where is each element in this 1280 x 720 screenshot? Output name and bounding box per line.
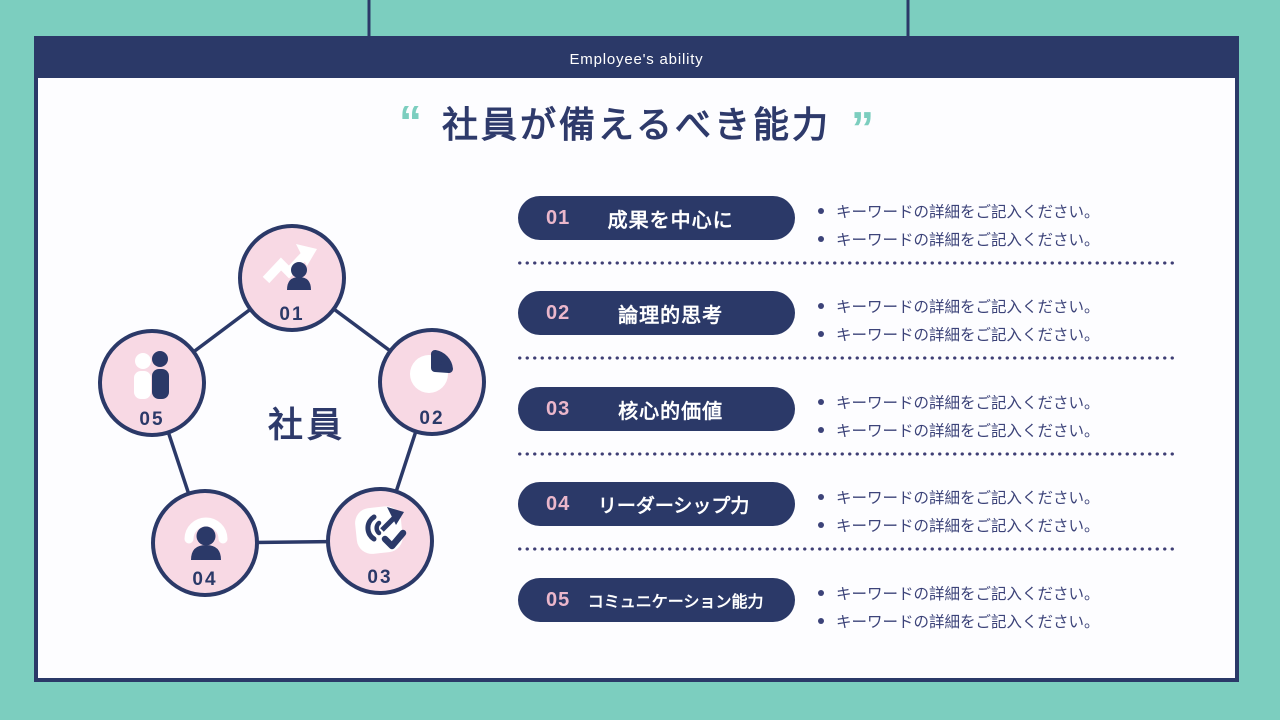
bullet-text: キーワードの詳細をご記入ください。 bbox=[836, 299, 1100, 316]
ability-item-02: 02 論理的思考 キーワードの詳細をご記入ください。 キーワードの詳細をご記入く… bbox=[518, 291, 1180, 344]
diagram-node-05: 05 bbox=[98, 329, 206, 437]
ability-item-04: 04 リーダーシップ力 キーワードの詳細をご記入ください。 キーワードの詳細をご… bbox=[518, 482, 1180, 535]
bullet-item: キーワードの詳細をご記入ください。 bbox=[818, 483, 1100, 511]
pentagon-diagram: 社員 01 02 bbox=[98, 224, 486, 597]
ability-pill-02: 02 論理的思考 bbox=[518, 291, 795, 335]
page-title: 社員が備えるべき能力 bbox=[442, 104, 831, 145]
bullet-dot-icon bbox=[818, 399, 824, 405]
bullet-dot-icon bbox=[818, 303, 824, 309]
bullet-list: キーワードの詳細をご記入ください。 キーワードの詳細をご記入ください。 bbox=[818, 388, 1100, 444]
pill-label: 核心的価値 bbox=[618, 400, 724, 423]
pill-number: 03 bbox=[546, 397, 571, 420]
svg-text:05: 05 bbox=[139, 409, 164, 430]
bullet-text: キーワードの詳細をご記入ください。 bbox=[836, 518, 1100, 535]
growth-arrow-person-icon bbox=[262, 244, 317, 290]
diagram-node-04: 04 bbox=[151, 489, 259, 597]
diagram-center-label: 社員 bbox=[268, 406, 346, 445]
dotted-separator bbox=[516, 547, 1178, 551]
pill-label: 論理的思考 bbox=[618, 304, 724, 327]
bullet-item: キーワードの詳細をご記入ください。 bbox=[818, 320, 1100, 348]
diagram-node-03: 03 bbox=[326, 487, 434, 595]
bullet-list: キーワードの詳細をご記入ください。 キーワードの詳細をご記入ください。 bbox=[818, 483, 1100, 539]
pill-number: 04 bbox=[546, 492, 571, 515]
bullet-dot-icon bbox=[818, 522, 824, 528]
bullet-dot-icon bbox=[818, 208, 824, 214]
pill-label: 成果を中心に bbox=[607, 209, 734, 232]
pie-chart-icon bbox=[410, 350, 453, 393]
ability-item-03: 03 核心的価値 キーワードの詳細をご記入ください。 キーワードの詳細をご記入く… bbox=[518, 387, 1180, 440]
open-quote-icon: “ bbox=[399, 96, 423, 148]
bullet-item: キーワードの詳細をご記入ください。 bbox=[818, 579, 1100, 607]
bullet-text: キーワードの詳細をご記入ください。 bbox=[836, 586, 1100, 603]
bullet-dot-icon bbox=[818, 331, 824, 337]
bullet-item: キーワードの詳細をご記入ください。 bbox=[818, 511, 1100, 539]
ability-item-05: 05 コミュニケーション能力 キーワードの詳細をご記入ください。 キーワードの詳… bbox=[518, 578, 1180, 631]
bullet-text: キーワードの詳細をご記入ください。 bbox=[836, 490, 1100, 507]
pill-label: コミュニケーション能力 bbox=[587, 594, 764, 611]
svg-text:01: 01 bbox=[279, 304, 304, 325]
slide-header-bar: Employee's ability bbox=[38, 40, 1235, 78]
bullet-text: キーワードの詳細をご記入ください。 bbox=[836, 423, 1100, 440]
bullet-item: キーワードの詳細をご記入ください。 bbox=[818, 607, 1100, 635]
ability-pill-01: 01 成果を中心に bbox=[518, 196, 795, 240]
bullet-item: キーワードの詳細をご記入ください。 bbox=[818, 225, 1100, 253]
bullet-text: キーワードの詳細をご記入ください。 bbox=[836, 204, 1100, 221]
pill-label: リーダーシップ力 bbox=[597, 495, 750, 517]
pill-number: 05 bbox=[546, 588, 571, 611]
bullet-list: キーワードの詳細をご記入ください。 キーワードの詳細をご記入ください。 bbox=[818, 292, 1100, 348]
dotted-separator bbox=[516, 452, 1178, 456]
bullet-dot-icon bbox=[818, 618, 824, 624]
ability-pill-04: 04 リーダーシップ力 bbox=[518, 482, 795, 526]
bullet-list: キーワードの詳細をご記入ください。 キーワードの詳細をご記入ください。 bbox=[818, 197, 1100, 253]
header-title: Employee's ability bbox=[569, 50, 704, 68]
bullet-text: キーワードの詳細をご記入ください。 bbox=[836, 232, 1100, 249]
svg-text:03: 03 bbox=[367, 567, 392, 588]
bullet-item: キーワードの詳細をご記入ください。 bbox=[818, 416, 1100, 444]
bullet-dot-icon bbox=[818, 427, 824, 433]
diagram-node-02: 02 bbox=[378, 328, 486, 436]
close-quote-icon: ” bbox=[850, 102, 874, 154]
bullet-dot-icon bbox=[818, 236, 824, 242]
bullet-dot-icon bbox=[818, 494, 824, 500]
bullet-item: キーワードの詳細をご記入ください。 bbox=[818, 292, 1100, 320]
ability-pill-05: 05 コミュニケーション能力 bbox=[518, 578, 795, 622]
ability-pill-03: 03 核心的価値 bbox=[518, 387, 795, 431]
bullet-list: キーワードの詳細をご記入ください。 キーワードの詳細をご記入ください。 bbox=[818, 579, 1100, 635]
bullet-text: キーワードの詳細をご記入ください。 bbox=[836, 395, 1100, 412]
bullet-item: キーワードの詳細をご記入ください。 bbox=[818, 197, 1100, 225]
title-block: “ 社員が備えるべき能力 ” bbox=[34, 99, 1239, 154]
bullet-text: キーワードの詳細をご記入ください。 bbox=[836, 327, 1100, 344]
ability-item-01: 01 成果を中心に キーワードの詳細をご記入ください。 キーワードの詳細をご記入… bbox=[518, 196, 1180, 249]
diagram-node-01: 01 bbox=[238, 224, 346, 332]
target-dart-check-icon bbox=[355, 506, 407, 554]
bullet-item: キーワードの詳細をご記入ください。 bbox=[818, 388, 1100, 416]
pill-number: 02 bbox=[546, 301, 571, 324]
dotted-separator bbox=[516, 356, 1178, 360]
leader-halo-person-icon bbox=[184, 517, 228, 560]
svg-text:04: 04 bbox=[192, 569, 217, 590]
bullet-text: キーワードの詳細をご記入ください。 bbox=[836, 614, 1100, 631]
bullet-dot-icon bbox=[818, 590, 824, 596]
dotted-separator bbox=[516, 261, 1178, 265]
two-people-icon bbox=[134, 351, 169, 399]
svg-text:02: 02 bbox=[419, 408, 444, 429]
pill-number: 01 bbox=[546, 206, 571, 229]
